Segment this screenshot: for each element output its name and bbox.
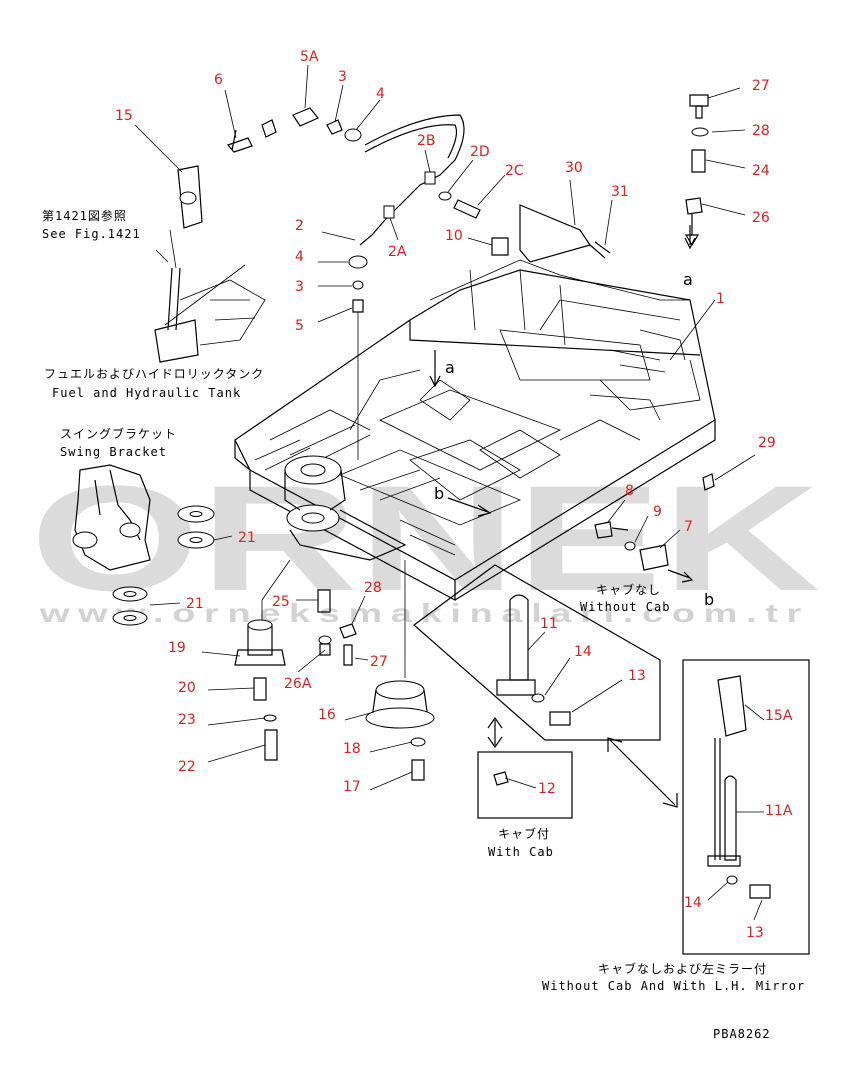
- note-with-cab-jp: キャブ付: [498, 826, 550, 841]
- callout-21-lower: 21: [186, 596, 204, 612]
- shim-washers: [112, 505, 215, 626]
- callout-31: 31: [611, 184, 629, 200]
- callout-27-top: 27: [752, 78, 770, 94]
- callout-11: 11: [540, 616, 558, 632]
- callout-22: 22: [178, 759, 196, 775]
- callout-15a: 15A: [765, 708, 793, 724]
- callout-1: 1: [716, 291, 725, 307]
- callout-25: 25: [272, 594, 290, 610]
- note-swing-en: Swing Bracket: [60, 445, 167, 459]
- callout-6: 6: [214, 72, 223, 88]
- callout-13-mirror: 13: [746, 925, 764, 941]
- revolving-frame: [234, 259, 716, 602]
- callout-14: 14: [574, 644, 592, 660]
- leader-lines: [134, 64, 765, 921]
- callout-21-upper: 21: [238, 530, 256, 546]
- hose-assembly: [226, 107, 481, 460]
- cover-plate: [491, 204, 611, 263]
- note-mirror-jp: キャブなしおよび左ミラー付: [598, 961, 767, 976]
- drawing-number: PBA8262: [713, 1027, 771, 1041]
- note-see-fig-en: See Fig.1421: [42, 227, 141, 241]
- callout-23: 23: [178, 712, 196, 728]
- note-tank-jp: フュエルおよびハイドロリックタンク: [44, 367, 264, 381]
- mirror-part: [177, 165, 203, 229]
- callout-27: 27: [370, 654, 388, 670]
- note-see-fig-jp: 第1421図参照: [42, 208, 127, 223]
- callout-29: 29: [758, 435, 776, 451]
- watermark-url: www.orneksmakinalari.com.tr: [39, 598, 810, 628]
- view-arrows: [429, 225, 696, 517]
- variant-arrows: [487, 716, 678, 808]
- callout-19: 19: [168, 640, 186, 656]
- callout-8: 8: [625, 483, 634, 499]
- lower-left-parts: [234, 559, 357, 761]
- callout-2c: 2C: [505, 163, 524, 179]
- callout-20: 20: [178, 680, 196, 696]
- callout-24: 24: [752, 163, 770, 179]
- callout-26a: 26A: [284, 676, 312, 692]
- callout-9: 9: [653, 504, 662, 520]
- callout-3-top: 3: [338, 69, 347, 85]
- callout-11a: 11A: [765, 803, 793, 819]
- callout-2: 2: [295, 218, 304, 234]
- frame-side-parts: [594, 473, 715, 583]
- view-letter-a-mid: a: [445, 358, 455, 377]
- note-swing-jp: スイングブラケット: [60, 426, 177, 441]
- with-cab-box: [477, 751, 573, 819]
- callout-17: 17: [343, 779, 361, 795]
- callout-3: 3: [295, 279, 304, 295]
- view-letter-a-top: a: [683, 270, 693, 289]
- callout-4-top: 4: [376, 86, 385, 102]
- callout-18: 18: [343, 741, 361, 757]
- callout-2b: 2B: [417, 133, 436, 149]
- swing-bracket-on-frame: [284, 455, 407, 561]
- callout-15: 15: [115, 108, 133, 124]
- callout-28-top: 28: [752, 123, 770, 139]
- callout-26: 26: [752, 210, 770, 226]
- note-mirror-en: Without Cab And With L.H. Mirror: [542, 979, 805, 993]
- watermark-brand: ORNEK: [30, 454, 820, 622]
- callout-4: 4: [295, 249, 304, 265]
- callout-10: 10: [445, 228, 463, 244]
- callout-13: 13: [628, 668, 646, 684]
- callout-30: 30: [565, 160, 583, 176]
- note-no-cab-jp: キャブなし: [596, 582, 661, 597]
- view-letter-b-mid: b: [434, 484, 444, 503]
- note-with-cab-en: With Cab: [488, 845, 554, 859]
- mirror-box: [682, 659, 810, 955]
- callout-16: 16: [318, 707, 336, 723]
- note-no-cab-en: Without Cab: [580, 600, 670, 614]
- callout-5a: 5A: [300, 49, 319, 65]
- callout-28: 28: [364, 580, 382, 596]
- swing-motor: [365, 560, 435, 781]
- callout-12: 12: [538, 781, 556, 797]
- callout-7: 7: [684, 519, 693, 535]
- fuel-tank-sketch: [154, 264, 266, 363]
- view-letter-b-right: b: [704, 590, 714, 609]
- handle-assembly: [413, 564, 661, 741]
- note-tank-en: Fuel and Hydraulic Tank: [52, 386, 241, 400]
- callout-2d: 2D: [470, 144, 490, 160]
- callout-2a: 2A: [388, 244, 407, 260]
- swing-bracket-sketch: [72, 464, 151, 571]
- pin-assembly: [684, 94, 709, 247]
- callout-14-mirror: 14: [684, 895, 702, 911]
- callout-5: 5: [295, 318, 304, 334]
